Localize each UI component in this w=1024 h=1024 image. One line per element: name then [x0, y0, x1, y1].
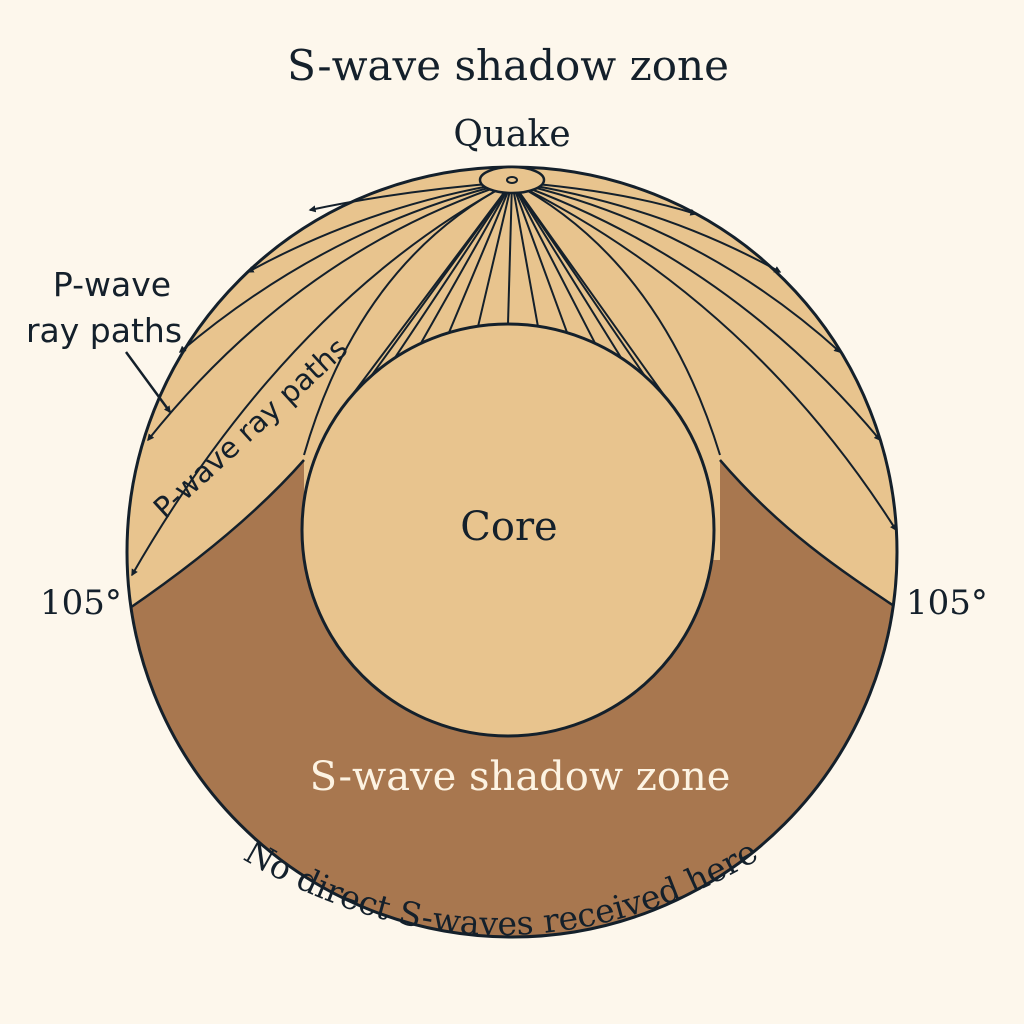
core-ray-path	[477, 181, 513, 327]
core-ray-path	[393, 181, 513, 359]
core-ray-path	[507, 181, 513, 325]
core-ray-path	[447, 181, 513, 334]
p-wave-ray-path	[511, 181, 842, 353]
p-wave-ray-path	[131, 181, 513, 577]
p-wave-ray-path	[511, 181, 881, 442]
p-wave-ray-path	[303, 181, 513, 456]
p-wave-ray-path	[511, 181, 782, 273]
core-label: Core	[460, 504, 557, 550]
core-ray-path	[511, 181, 596, 344]
quake-label: Quake	[453, 114, 570, 155]
shadow-zone-boundary	[719, 459, 897, 612]
callout-arrow	[124, 351, 172, 414]
diagram-title: S-wave shadow zone	[287, 41, 729, 90]
core-ray-path	[511, 181, 569, 334]
p-wave-ray-fan	[131, 181, 897, 577]
quake-epicenter-icon	[506, 176, 518, 184]
core-ray-path	[511, 181, 667, 399]
core-ray-path	[370, 181, 513, 377]
core-ray-path	[420, 181, 513, 344]
callout-label-line1: P-wave	[53, 265, 171, 304]
callout-label-line2: ray paths	[26, 311, 182, 350]
angle-label-left: 105°	[40, 583, 122, 623]
shadow-zone-label: S-wave shadow zone	[310, 754, 731, 800]
p-wave-ray-path	[178, 181, 513, 353]
p-wave-ray-path	[511, 181, 897, 532]
p-wave-ray-path	[246, 181, 513, 273]
core-ray-path	[511, 181, 539, 327]
p-wave-ray-path	[147, 181, 513, 442]
angle-label-right: 105°	[906, 583, 988, 623]
core	[300, 322, 716, 738]
p-wave-ray-path	[511, 181, 721, 456]
core-ray-path	[511, 181, 623, 359]
quake-focus	[478, 165, 546, 195]
shadow-zone-boundary	[127, 459, 305, 612]
